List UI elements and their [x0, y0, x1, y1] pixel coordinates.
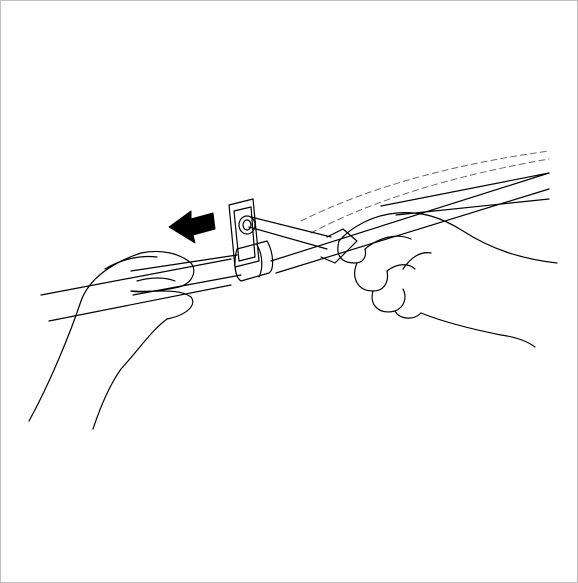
long-rail [41, 173, 549, 321]
left-arrow-icon [169, 211, 215, 243]
left-hand [29, 251, 194, 429]
right-hand [338, 213, 557, 347]
screwdriver [249, 217, 357, 263]
dashed-motion-lines [301, 151, 549, 233]
clip-bracket [229, 199, 259, 267]
